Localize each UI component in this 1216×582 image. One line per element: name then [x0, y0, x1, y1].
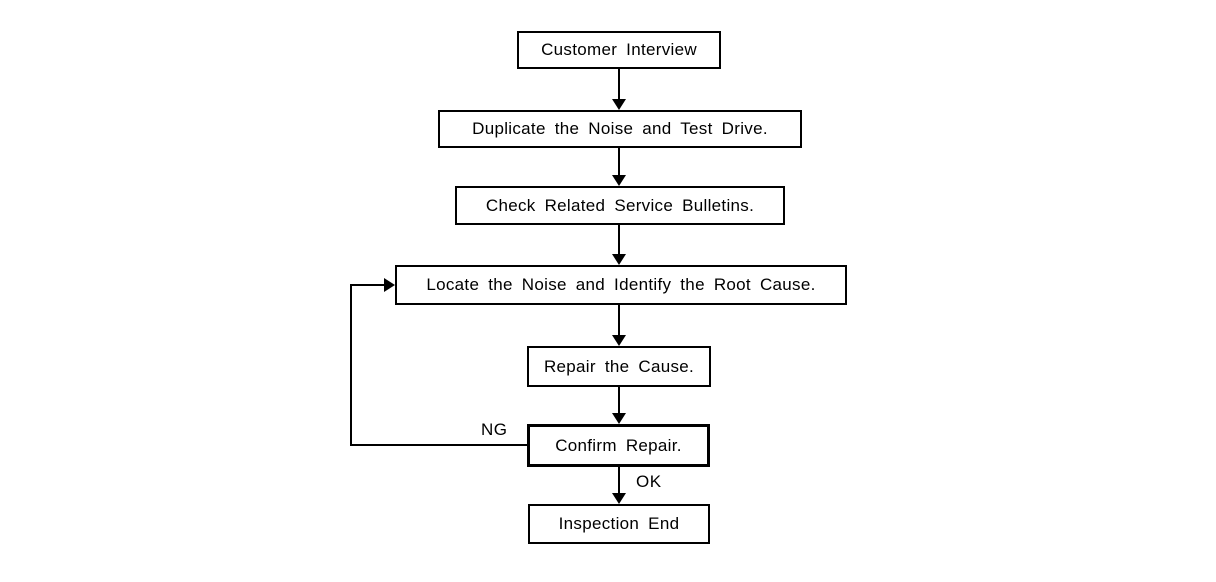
connector-line [618, 467, 620, 493]
ng-loop-line [350, 284, 385, 286]
edge-label-ng: NG [481, 420, 508, 439]
flow-node-check-bulletins: Check Related Service Bulletins. [455, 186, 785, 225]
flow-node-label: Repair the Cause. [543, 356, 695, 376]
connector-line [618, 69, 620, 99]
flow-node-label: Duplicate the Noise and Test Drive. [472, 119, 768, 138]
flow-node-inspection-end: Inspection End [528, 504, 710, 544]
arrow-down-icon [612, 175, 626, 186]
flow-node-label: Customer Interview [541, 40, 697, 59]
flow-node-locate-noise: Locate the Noise and Identify the Root C… [395, 265, 847, 305]
flow-node-label: Inspection End [558, 514, 680, 533]
flow-node-repair-cause: Repair the Cause. [527, 346, 711, 387]
arrow-down-icon [612, 413, 626, 424]
ng-loop-line [350, 284, 352, 446]
flow-node-label: Confirm Repair. [555, 435, 682, 455]
arrow-down-icon [612, 99, 626, 110]
connector-line [618, 225, 620, 254]
arrow-down-icon [612, 493, 626, 504]
arrow-down-icon [612, 335, 626, 346]
ng-loop-line [350, 444, 528, 446]
flow-node-label: Check Related Service Bulletins. [485, 195, 755, 215]
edge-label-ok: OK [636, 472, 662, 491]
flow-node-duplicate-noise: Duplicate the Noise and Test Drive. [438, 110, 802, 148]
flow-node-customer-interview: Customer Interview [517, 31, 721, 69]
connector-line [618, 305, 620, 335]
flow-node-label: Locate the Noise and Identify the Root C… [426, 275, 816, 294]
flow-node-confirm-repair: Confirm Repair. [527, 424, 710, 467]
arrow-right-icon [384, 278, 395, 292]
arrow-down-icon [612, 254, 626, 265]
connector-line [618, 387, 620, 413]
connector-line [618, 148, 620, 175]
